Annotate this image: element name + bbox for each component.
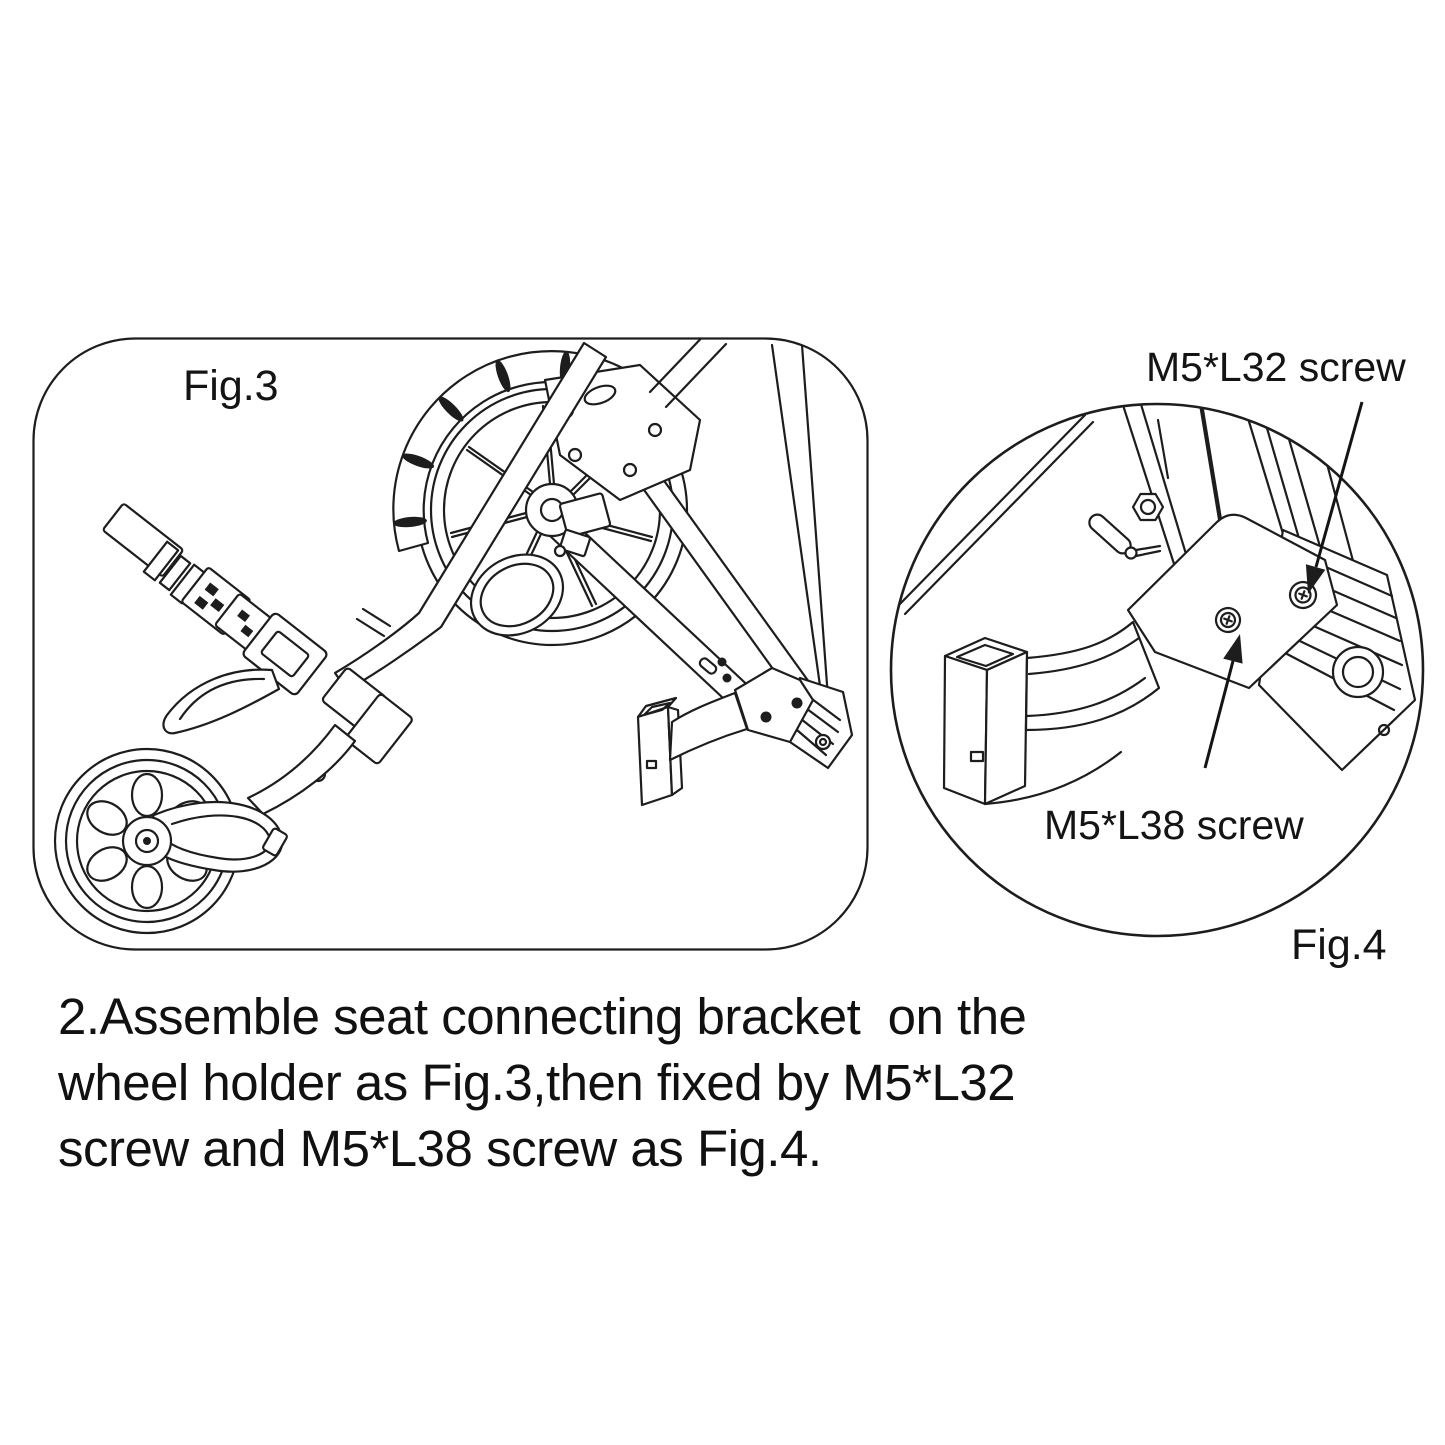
handle-assembly [102,503,413,783]
seat-connecting-bracket-plate [1126,513,1339,690]
m5l38-callout-label: M5*L38 screw [1044,802,1304,848]
fig4-label: Fig.4 [1291,921,1387,969]
m5l38-arrow-icon [1203,660,1235,769]
bracket-arm [983,620,1161,806]
instruction-text: 2.Assemble seat connecting bracket on th… [58,984,1027,1182]
instruction-line-3: screw and M5*L38 screw as Fig.4. [58,1120,822,1177]
frame-tubes [895,405,1358,616]
square-post [942,636,1029,806]
rear-hub [469,482,612,637]
m5l32-arrow-icon [1314,401,1364,568]
seat-bracket-assembly [636,666,854,807]
frame-bracket-plate [543,339,728,502]
fig4-illustration [889,401,1425,938]
brake-lever [162,668,281,735]
instruction-line-1: 2.Assemble seat connecting bracket on th… [58,988,1027,1045]
m5l38-screw [1214,606,1242,634]
front-wheel-drawing [53,747,288,935]
fig3-illustration [32,337,869,951]
fig3-border [32,337,869,951]
fig3-label: Fig.3 [183,362,279,410]
m5l32-callout-label: M5*L32 screw [1146,344,1406,390]
instruction-line-2: wheel holder as Fig.3,then fixed by M5*L… [58,1054,1016,1111]
hex-nut [1131,492,1165,522]
fig4-circle-border [889,402,1425,938]
front-fork [246,723,357,816]
callout-arrows [1203,401,1364,769]
